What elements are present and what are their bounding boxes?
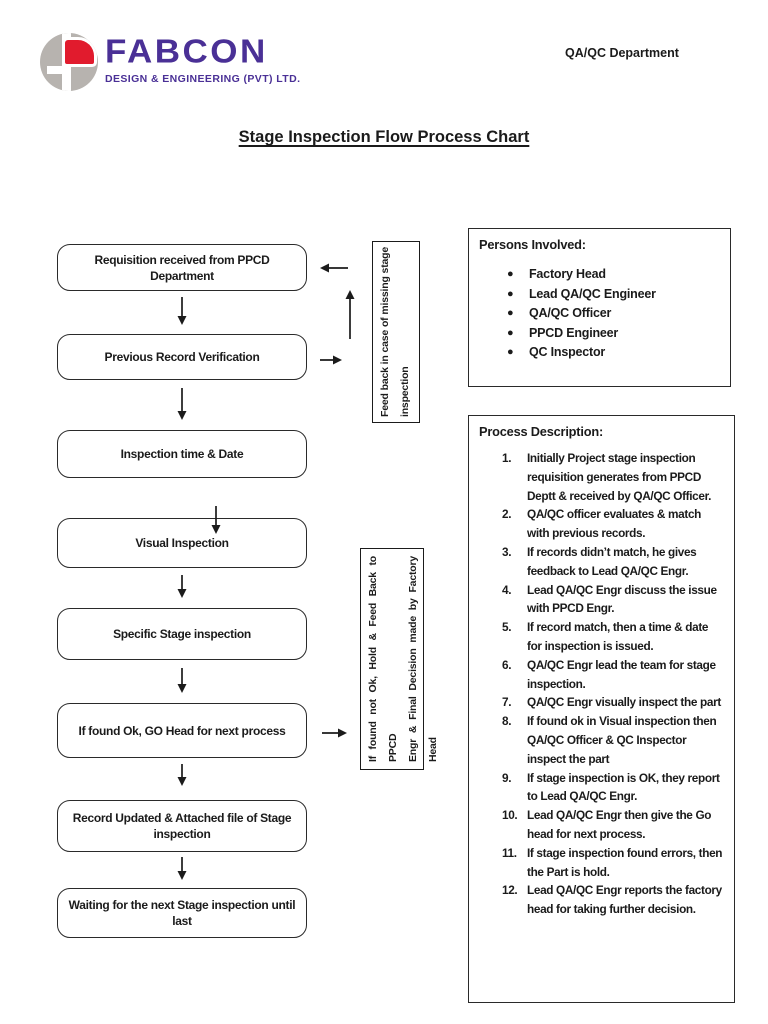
process-step-item: 11. If stage inspection found errors, th… — [502, 845, 723, 879]
process-step-item: 1. Initially Project stage inspection re… — [502, 451, 712, 503]
feedback-note-line: Feed back in case of missing stage — [379, 247, 391, 417]
flow-step-time-date: Inspection time & Date — [57, 430, 307, 478]
process-step-item: 8. If found ok in Visual inspection then… — [502, 714, 717, 766]
process-description-panel: Process Description: 1. Initially Projec… — [468, 415, 735, 1003]
process-step-item: 7. QA/QC Engr visually inspect the part — [502, 695, 721, 710]
flow-step-requisition: Requisition received from PPCD Departmen… — [57, 244, 307, 291]
process-step-item: 5. If record match, then a time & date f… — [502, 620, 709, 653]
process-step-item: 4. Lead QA/QC Engr discuss the issue wit… — [502, 582, 717, 616]
person-list-item: ● Lead QA/QC Engineer — [479, 285, 722, 305]
hold-note-box: If found not Ok, Hold & Feed Back to PPC… — [360, 548, 439, 770]
process-steps-list: 1. Initially Project stage inspection re… — [479, 449, 726, 919]
bullet-icon: ● — [507, 346, 514, 358]
flow-step-visual-inspection: Visual Inspection — [57, 518, 307, 568]
logo-brand-text: FABCON — [105, 33, 268, 71]
feedback-note-line: inspection — [399, 366, 411, 417]
department-label: QA/QC Department — [565, 46, 679, 60]
person-list-item: ● QA/QC Officer — [479, 304, 722, 324]
fabcon-logo: FABCON DESIGN & ENGINEERING (PVT) LTD. — [40, 33, 300, 91]
hold-note-line: If found not Ok, Hold & Feed Back to PPC… — [367, 556, 399, 762]
process-step-item: 6. QA/QC Engr lead the team for stage in… — [502, 657, 716, 691]
process-step-item: 2. QA/QC officer evaluates & match with … — [502, 507, 702, 541]
hold-note-line: Head — [427, 737, 439, 762]
flow-step-specific-stage: Specific Stage inspection — [57, 608, 307, 660]
persons-list: ● Factory Head ● Lead QA/QC Engineer ● Q… — [479, 265, 722, 363]
process-step-item: 9. If stage inspection is OK, they repor… — [502, 770, 720, 804]
process-description-title: Process Description: — [479, 424, 604, 439]
process-step-item: 12. Lead QA/QC Engr reports the factory … — [502, 883, 722, 917]
bullet-icon: ● — [507, 307, 514, 319]
page-title: Stage Inspection Flow Process Chart — [238, 128, 530, 146]
bullet-icon: ● — [507, 326, 514, 339]
flow-step-record-updated: Record Updated & Attached file of Stage … — [57, 800, 307, 852]
fabcon-logo-icon — [40, 33, 98, 91]
persons-involved-title: Persons Involved: — [479, 237, 586, 252]
hold-note-line: Engr & Final Decision made by Factory — [407, 556, 419, 762]
bullet-icon: ● — [507, 287, 514, 300]
flow-step-go-ahead: If found Ok, GO Head for next process — [57, 703, 307, 758]
logo-tagline: DESIGN & ENGINEERING (PVT) LTD. — [105, 73, 301, 85]
process-step-item: 10. Lead QA/QC Engr then give the Go hea… — [502, 808, 712, 841]
bullet-icon: ● — [507, 268, 514, 280]
feedback-note-box: Feed back in case of missing stage inspec… — [372, 241, 420, 423]
person-list-item: ● PPCD Engineer — [479, 324, 722, 344]
person-list-item: ● Factory Head — [479, 265, 722, 285]
person-list-item: ● QC Inspector — [479, 343, 722, 363]
flow-step-waiting-next: Waiting for the next Stage inspection un… — [57, 888, 307, 938]
flow-step-record-verification: Previous Record Verification — [57, 334, 307, 380]
process-step-item: 3. If records didn’t match, he gives fee… — [502, 544, 697, 578]
persons-involved-panel: Persons Involved: ● Factory Head ● Lead … — [468, 228, 731, 387]
